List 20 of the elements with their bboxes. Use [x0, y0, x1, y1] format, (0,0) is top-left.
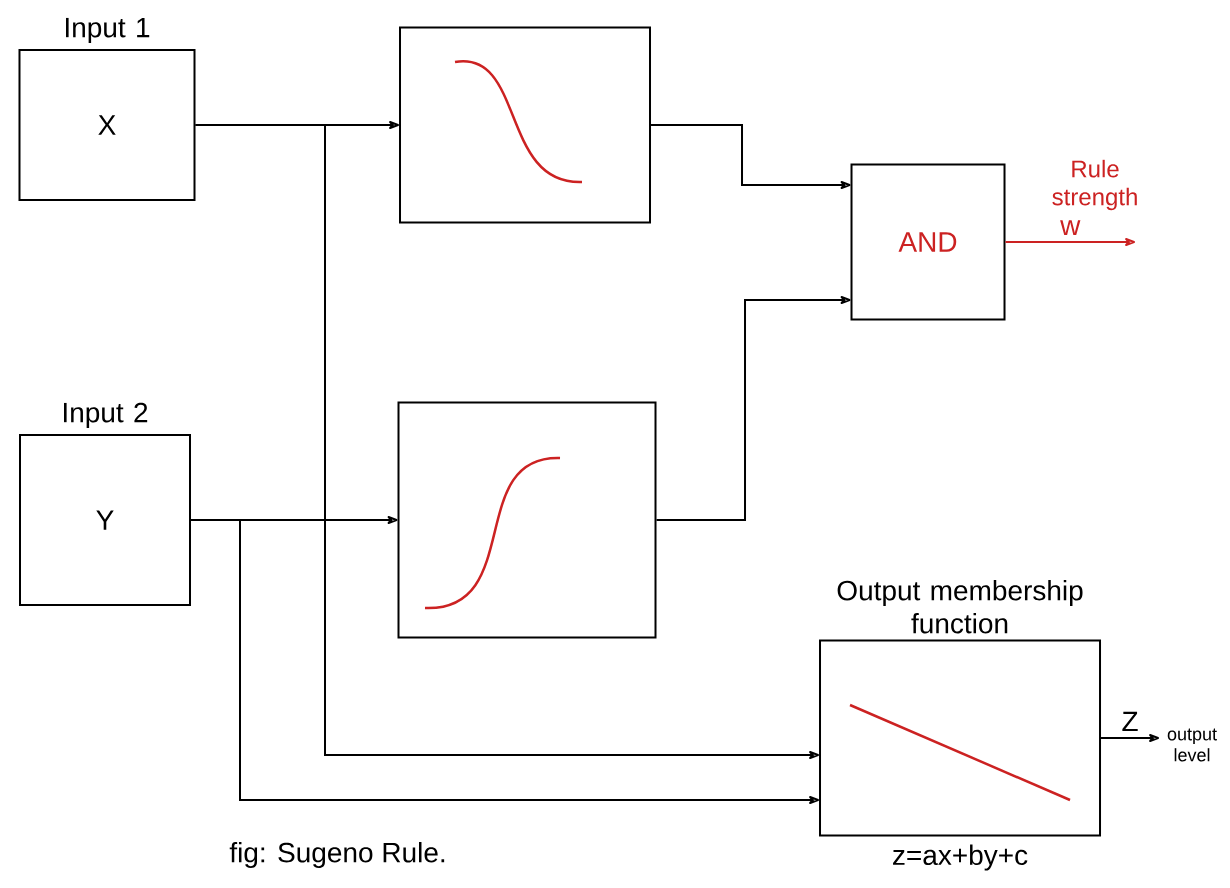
formula-text: z=ax+by+c	[893, 844, 1028, 871]
arrow	[655, 296, 851, 521]
block-box: Input 2 Y	[19, 402, 191, 606]
arrow	[1004, 238, 1135, 246]
edge-label: w	[1060, 220, 1081, 235]
arrow	[1100, 734, 1159, 742]
note-label: Rule strength	[1052, 159, 1137, 211]
arrow	[190, 519, 819, 804]
arrow	[650, 124, 851, 189]
node-label: Input 1	[66, 17, 150, 43]
text-label: output level	[1167, 728, 1217, 762]
node-label: Input 2	[64, 402, 148, 428]
function-box	[397, 401, 657, 639]
caption: fig: Sugeno Rule.	[229, 841, 445, 869]
block-box: Output membership function	[819, 579, 1101, 837]
arrow	[194, 124, 819, 759]
block-box: AND	[850, 163, 1006, 321]
function-box	[399, 26, 651, 224]
block-box: Input 1 X	[18, 17, 196, 201]
edge-label: Z	[1122, 711, 1138, 731]
